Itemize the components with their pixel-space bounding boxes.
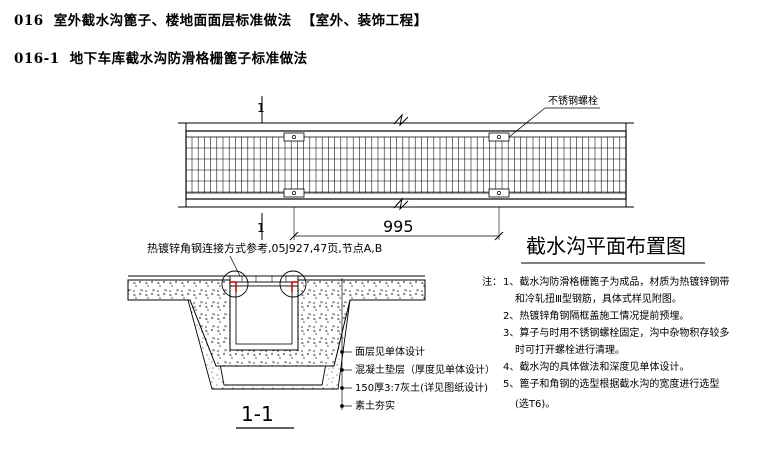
grating-bars — [186, 137, 626, 193]
heading-category: 【室外、装饰工程】 — [301, 13, 428, 29]
note-line-8: (选T6)。 — [515, 397, 555, 410]
note-line-6: 4、截水沟的具体做法和深度见单体设计。 — [503, 360, 689, 373]
layer-label-1: 面层见单体设计 — [355, 345, 425, 358]
subheading-title: 地下车库截水沟防滑格栅篦子标准做法 — [69, 51, 308, 67]
note-line-4: 3、算子与时用不锈钢螺栓固定，沟中杂物积存较多 — [503, 326, 729, 339]
drawing-title: 截水沟平面布置图 — [526, 234, 686, 258]
angle-steel-right — [291, 281, 298, 292]
layer-label-2: 混凝土垫层（厚度见单体设计） — [355, 363, 495, 376]
section-mark-top: 1 — [257, 101, 265, 115]
layer-label-4: 素土夯实 — [355, 399, 395, 412]
section-mark-bottom: 1 — [257, 221, 265, 235]
angle-steel-left — [230, 281, 237, 292]
bolt-label: 不锈钢螺栓 — [548, 94, 598, 107]
heading-title: 室外截水沟篦子、楼地面面层标准做法 — [53, 13, 292, 29]
trench-section: 热镀锌角钢连接方式参考,05J927,47页,节点A,B — [127, 241, 495, 429]
detail-circle-a — [221, 270, 249, 298]
dimension-value: 995 — [383, 217, 414, 236]
heading-code: 016 — [14, 13, 44, 29]
note-line-2: 和冷轧扭Ⅲ型钢筋，具体式样见附图。 — [515, 292, 682, 305]
notes-block: 注： 1、截水沟防滑格栅篦子为成品，材质为热镀锌钢带 和冷轧扭Ⅲ型钢筋，具体式样… — [482, 275, 729, 410]
note-line-3: 2、热镀锌角钢隔框盖施工情况提前预埋。 — [503, 309, 689, 322]
grating-cover — [229, 275, 299, 283]
note-line-7: 5、篦子和角钢的选型根据截水沟的宽度进行选型 — [503, 377, 719, 390]
page-heading: 016 室外截水沟篦子、楼地面面层标准做法【室外、装饰工程】 — [14, 9, 428, 29]
sub-heading: 016-1 地下车库截水沟防滑格栅篦子标准做法 — [14, 47, 308, 67]
angle-steel-note: 热镀锌角钢连接方式参考,05J927,47页,节点A,B — [147, 241, 382, 255]
drawing-title-block: 截水沟平面布置图 — [521, 234, 705, 264]
note-line-5: 时可打开螺栓进行清理。 — [515, 343, 625, 356]
note-line-1: 1、截水沟防滑格栅篦子为成品，材质为热镀锌钢带 — [503, 275, 729, 288]
grating-plan: 1 1 不锈钢螺栓 — [178, 94, 634, 241]
notes-label: 注： — [482, 275, 502, 288]
detail-circle-b — [279, 270, 307, 298]
layer-label-3: 150厚3:7灰土(详见图纸设计) — [355, 381, 488, 394]
section-title: 1-1 — [241, 402, 274, 426]
subheading-code: 016-1 — [14, 51, 60, 67]
